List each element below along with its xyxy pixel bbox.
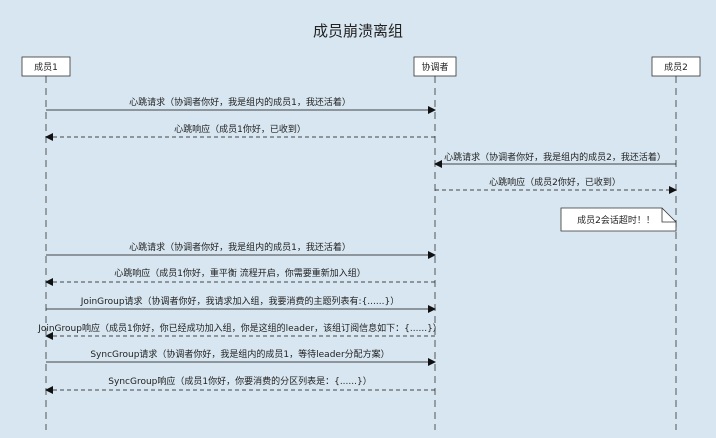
- message-8: JoinGroup响应（成员1你好，你已经成功加入组，你是这组的leader，该…: [37, 322, 442, 340]
- participant-coord-label: 协调者: [421, 61, 448, 73]
- message-3: 心跳请求（协调者你好，我是组内的成员2，我还活着）: [434, 151, 676, 168]
- participant-m2: 成员2: [651, 56, 701, 77]
- message-4-label: 心跳响应（成员2你好，已收到）: [489, 176, 621, 188]
- participant-m1: 成员1: [21, 56, 71, 77]
- message-3-label: 心跳请求（协调者你好，我是组内的成员2，我还活着）: [444, 151, 666, 163]
- message-10: SyncGroup响应（成员1你好，你要消费的分区列表是：{......}）: [45, 375, 435, 394]
- participant-coord: 协调者: [413, 56, 457, 77]
- message-8-label: JoinGroup响应（成员1你好，你已经成功加入组，你是这组的leader，该…: [37, 322, 442, 334]
- message-5: 心跳请求（协调者你好，我是组内的成员1，我还活着）: [46, 241, 436, 259]
- message-9-label: SyncGroup请求（协调者你好，我是组内的成员1，等待leader分配方案）: [90, 348, 389, 360]
- message-2-label: 心跳响应（成员1你好，已收到）: [174, 123, 306, 135]
- timeout-note: 成员2会话超时！！: [560, 207, 677, 232]
- message-1: 心跳请求（协调者你好，我是组内的成员1，我还活着）: [46, 96, 436, 114]
- message-7-label: JoinGroup请求（协调者你好，我请求加入组，我要消费的主题列表有:{...…: [80, 295, 399, 307]
- message-7: JoinGroup请求（协调者你好，我请求加入组，我要消费的主题列表有:{...…: [46, 295, 436, 313]
- message-1-label: 心跳请求（协调者你好，我是组内的成员1，我还活着）: [129, 96, 351, 108]
- participant-m1-label: 成员1: [34, 61, 58, 73]
- message-2: 心跳响应（成员1你好，已收到）: [45, 123, 435, 141]
- message-6: 心跳响应（成员1你好，重平衡 流程开启，你需要重新加入组）: [45, 267, 435, 286]
- message-9: SyncGroup请求（协调者你好，我是组内的成员1，等待leader分配方案）: [46, 348, 436, 366]
- message-5-label: 心跳请求（协调者你好，我是组内的成员1，我还活着）: [129, 241, 351, 253]
- message-6-label: 心跳响应（成员1你好，重平衡 流程开启，你需要重新加入组）: [114, 267, 366, 279]
- timeout-note-text: 成员2会话超时！！: [577, 214, 655, 226]
- message-4: 心跳响应（成员2你好，已收到）: [435, 176, 677, 194]
- message-10-label: SyncGroup响应（成员1你好，你要消费的分区列表是：{......}）: [108, 375, 371, 387]
- diagram-title: 成员崩溃离组: [312, 22, 403, 40]
- participant-m2-label: 成员2: [664, 61, 688, 73]
